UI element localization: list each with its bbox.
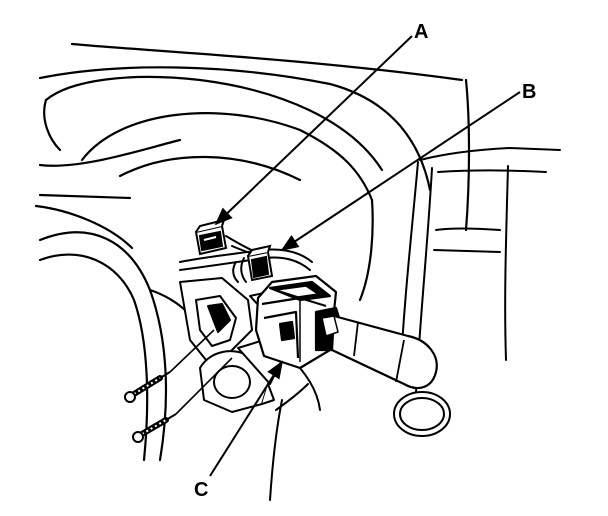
callout-label-c: C xyxy=(194,479,208,501)
leader-lines xyxy=(209,35,521,477)
connector-b xyxy=(246,244,274,282)
steering-wheel xyxy=(34,204,214,462)
screw-guide-lines xyxy=(169,329,233,415)
callout-label-b: B xyxy=(522,81,536,103)
leader-line-a xyxy=(214,35,413,226)
lower-cover xyxy=(269,367,321,501)
screw-lower xyxy=(132,413,177,443)
switch-lever xyxy=(314,306,438,390)
callout-label-a: A xyxy=(414,21,428,43)
dashboard-outline xyxy=(38,42,471,302)
connector-a xyxy=(194,218,228,256)
column-bracket xyxy=(179,277,301,413)
console-panel xyxy=(393,146,561,437)
leader-line-b xyxy=(280,91,521,251)
leader-line-c xyxy=(209,360,283,477)
screw-upper xyxy=(124,371,171,403)
